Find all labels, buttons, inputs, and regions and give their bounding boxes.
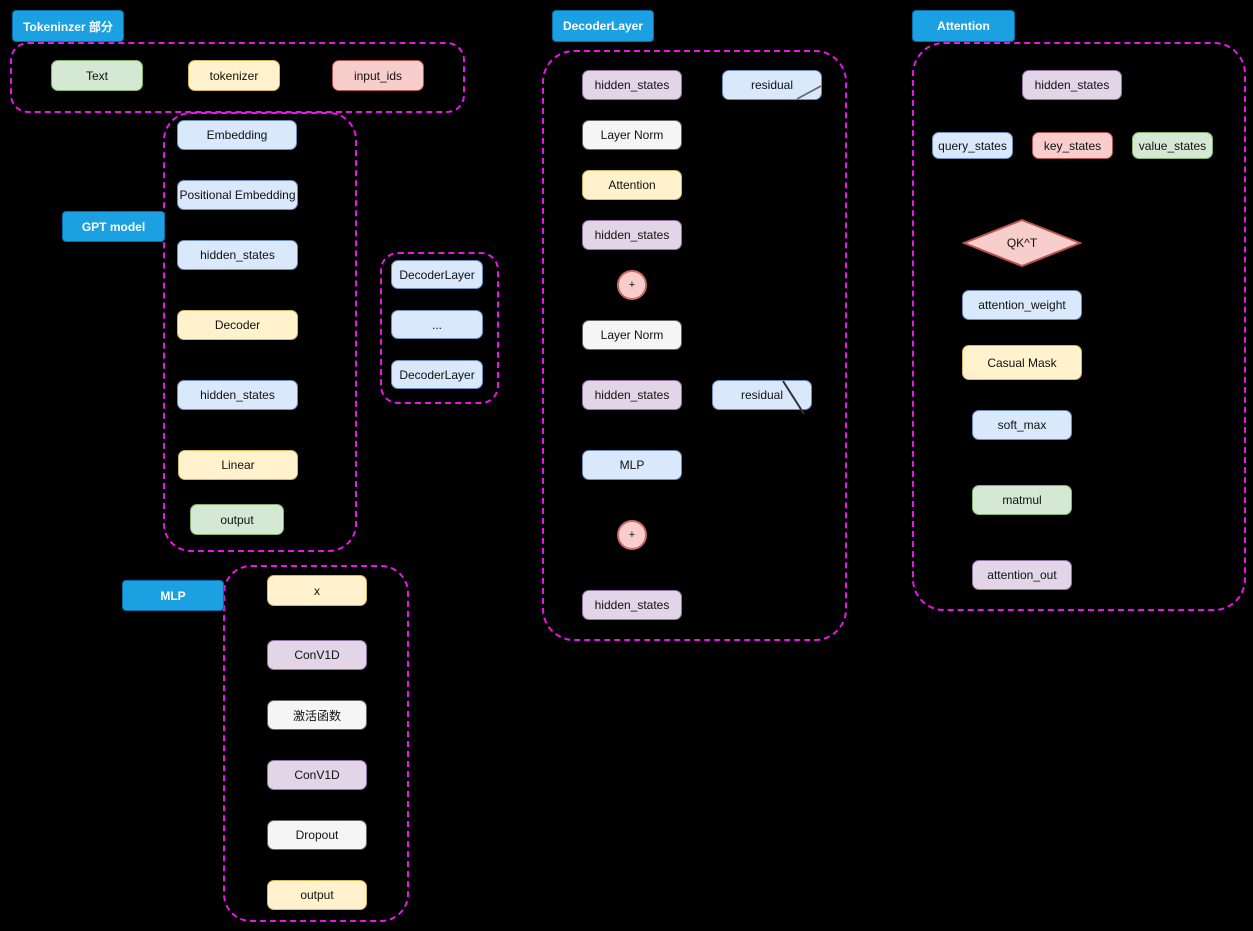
dl-add-2-node[interactable]: + (617, 520, 647, 550)
qkt-diamond-node[interactable]: QK^T (962, 219, 1082, 267)
decoder-stack-layer-bottom-node[interactable]: DecoderLayer (391, 360, 483, 389)
attention-group[interactable] (912, 42, 1246, 611)
mlp-activation-node[interactable]: 激活函数 (267, 700, 367, 730)
dl-residual-top-node[interactable]: residual (722, 70, 822, 100)
qkt-diamond-text: QK^T (1006, 236, 1038, 250)
decoder-layer-group[interactable] (542, 50, 847, 641)
dl-hidden-states-post-node[interactable]: hidden_states (582, 380, 682, 410)
decoder-layer-label[interactable]: DecoderLayer (552, 10, 654, 42)
positional-embedding-node[interactable]: Positional Embedding (177, 180, 298, 210)
decoder-node[interactable]: Decoder (177, 310, 298, 340)
dl-mlp-node[interactable]: MLP (582, 450, 682, 480)
text-node[interactable]: Text (51, 60, 143, 91)
mlp-output-node[interactable]: output (267, 880, 367, 910)
gpt-hidden-states-1-node[interactable]: hidden_states (177, 240, 298, 270)
dl-layer-norm-1-node[interactable]: Layer Norm (582, 120, 682, 150)
gpt-model-label[interactable]: GPT model (62, 211, 165, 242)
decoder-stack-ellipsis-node[interactable]: ... (391, 310, 483, 339)
value-states-node[interactable]: value_states (1132, 132, 1213, 159)
decoder-stack-layer-top-node[interactable]: DecoderLayer (391, 260, 483, 289)
linear-node[interactable]: Linear (178, 450, 298, 480)
dl-attention-node[interactable]: Attention (582, 170, 682, 200)
mlp-conv1d-2-node[interactable]: ConV1D (267, 760, 367, 790)
fold-corner-icon (796, 85, 822, 100)
diamond-shape (962, 219, 1082, 267)
embedding-node[interactable]: Embedding (177, 120, 297, 150)
gpt-output-node[interactable]: output (190, 504, 284, 535)
dl-hidden-states-mid-node[interactable]: hidden_states (582, 220, 682, 250)
attention-weight-node[interactable]: attention_weight (962, 290, 1082, 320)
soft-max-node[interactable]: soft_max (972, 410, 1072, 440)
mlp-conv1d-1-node[interactable]: ConV1D (267, 640, 367, 670)
attention-label[interactable]: Attention (912, 10, 1015, 42)
dl-hidden-states-out-node[interactable]: hidden_states (582, 590, 682, 620)
query-states-node[interactable]: query_states (932, 132, 1013, 159)
input-ids-node[interactable]: input_ids (332, 60, 424, 91)
attention-out-node[interactable]: attention_out (972, 560, 1072, 590)
gpt-model-group[interactable] (163, 112, 357, 552)
matmul-node[interactable]: matmul (972, 485, 1072, 515)
dl-hidden-states-in-node[interactable]: hidden_states (582, 70, 682, 100)
tokenizer-node[interactable]: tokenizer (188, 60, 280, 91)
decoder-stack-group[interactable] (380, 252, 499, 404)
dl-layer-norm-2-node[interactable]: Layer Norm (582, 320, 682, 350)
gpt-hidden-states-2-node[interactable]: hidden_states (177, 380, 298, 410)
mlp-dropout-node[interactable]: Dropout (267, 820, 367, 850)
attn-hidden-states-node[interactable]: hidden_states (1022, 70, 1122, 100)
mlp-group[interactable] (223, 565, 409, 922)
mlp-label[interactable]: MLP (122, 580, 224, 611)
dl-residual-bottom-text: residual (740, 388, 784, 402)
dl-residual-bottom-node[interactable]: residual (712, 380, 812, 415)
tokenizer-section-label[interactable]: Tokeninzer 部分 (12, 10, 124, 42)
dl-residual-top-text: residual (750, 78, 794, 92)
casual-mask-node[interactable]: Casual Mask (962, 345, 1082, 380)
key-states-node[interactable]: key_states (1032, 132, 1113, 159)
dl-add-1-node[interactable]: + (617, 270, 647, 300)
mlp-x-node[interactable]: x (267, 575, 367, 606)
